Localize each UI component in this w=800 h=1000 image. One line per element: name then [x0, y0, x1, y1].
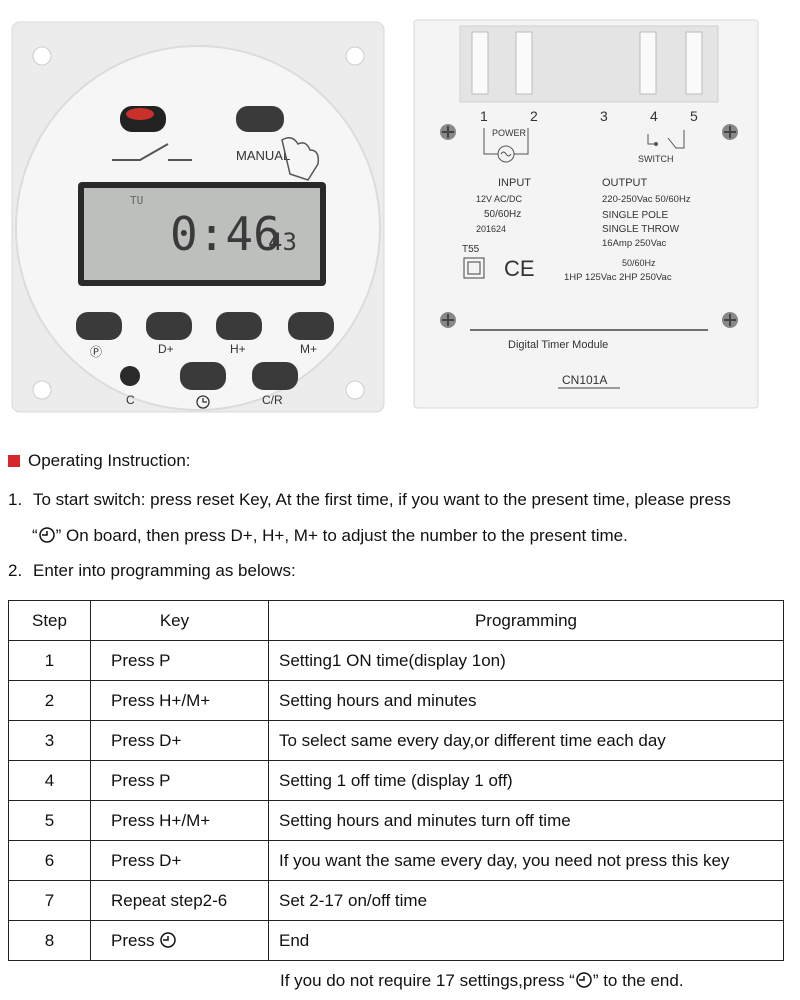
lcd-day: TU — [130, 194, 143, 207]
cr-button — [252, 362, 298, 390]
key-cell: Press P — [90, 640, 269, 681]
m-plus-button — [288, 312, 334, 340]
key-cell: Press D+ — [90, 840, 269, 881]
table-row: 4 Press P Setting 1 off time (display 1 … — [8, 760, 784, 801]
programming-table: Step Key Programming 1 Press P Setting1 … — [8, 600, 784, 961]
table-header-row: Step Key Programming — [8, 600, 784, 641]
step-1-quote-open: “ — [32, 526, 38, 545]
key-cell: Press D+ — [90, 720, 269, 761]
step-cell: 6 — [8, 840, 91, 881]
output-line-5: 50/60Hz — [622, 258, 656, 268]
d-plus-button — [146, 312, 192, 340]
step-2-number: 2. — [8, 561, 23, 580]
step-cell: 2 — [8, 680, 91, 721]
step-2-text: Enter into programming as belows: — [33, 561, 296, 580]
key-cell: Repeat step2-6 — [90, 880, 269, 921]
output-line-3: SINGLE THROW — [602, 224, 680, 235]
h-plus-button — [216, 312, 262, 340]
model-number: CN101A — [562, 373, 607, 387]
step-cell: 7 — [8, 880, 91, 921]
lcd-time: 0:46 — [170, 207, 281, 261]
terminal-4: 4 — [650, 108, 658, 124]
red-square-icon — [8, 455, 20, 467]
programming-cell: Set 2-17 on/off time — [268, 880, 784, 921]
output-line-4: 16Amp 250Vac — [602, 238, 667, 249]
footer-text-pre: If you do not require 17 settings,press … — [280, 971, 575, 990]
output-title: OUTPUT — [602, 177, 648, 189]
table-row: 7 Repeat step2-6 Set 2-17 on/off time — [8, 880, 784, 921]
terminal-5: 5 — [690, 108, 698, 124]
ce-mark: CE — [504, 256, 535, 281]
table-row: 8 Press End — [8, 920, 784, 961]
step-1-continued-text: ” On board, then press D+, H+, M+ to adj… — [55, 526, 628, 545]
table-row: 3 Press D+ To select same every day,or d… — [8, 720, 784, 761]
programming-cell: If you want the same every day, you need… — [268, 840, 784, 881]
table-row: 1 Press P Setting1 ON time(display 1on) — [8, 640, 784, 681]
programming-cell: End — [268, 920, 784, 961]
step-1-text: To start switch: press reset Key, At the… — [33, 490, 731, 509]
clock-icon — [576, 972, 592, 988]
instruction-heading: Operating Instruction: — [8, 451, 191, 471]
programming-cell: Setting1 ON time(display 1on) — [268, 640, 784, 681]
clock-button — [180, 362, 226, 390]
t-rating: T55 — [462, 244, 480, 255]
h-plus-label: H+ — [230, 342, 246, 356]
instruction-step-2: 2. Enter into programming as belows: — [8, 560, 296, 582]
p-button-label: Ⓟ — [90, 345, 102, 359]
key-cell-text: Press — [111, 930, 155, 950]
key-cell: Press P — [90, 760, 269, 801]
step-cell: 1 — [8, 640, 91, 681]
input-line-3: 201624 — [476, 224, 506, 234]
programming-cell: Setting hours and minutes — [268, 680, 784, 721]
output-line-6: 1HP 125Vac 2HP 250Vac — [564, 272, 672, 283]
m-plus-label: M+ — [300, 342, 317, 356]
step-cell: 8 — [8, 920, 91, 961]
c-button-label: C — [126, 393, 135, 407]
input-title: INPUT — [498, 177, 531, 189]
cr-button-label: C/R — [262, 393, 283, 407]
step-cell: 5 — [8, 800, 91, 841]
table-row: 6 Press D+ If you want the same every da… — [8, 840, 784, 881]
input-line-1: 12V AC/DC — [476, 194, 523, 204]
timer-front-photo: MANUAL TU 0:46 43 Ⓟ D+ H+ M+ C C/R — [0, 10, 395, 415]
instruction-step-1-continued: “ ” On board, then press D+, H+, M+ to ad… — [32, 525, 628, 547]
output-line-2: SINGLE POLE — [602, 210, 668, 221]
power-label: POWER — [492, 128, 527, 138]
p-button — [76, 312, 122, 340]
input-line-2: 50/60Hz — [484, 209, 521, 220]
programming-cell: Setting hours and minutes turn off time — [268, 800, 784, 841]
manual-label: MANUAL — [236, 148, 290, 163]
clock-icon — [160, 931, 176, 948]
clock-icon — [38, 527, 55, 543]
c-button — [120, 366, 140, 386]
switch-label: SWITCH — [638, 154, 674, 164]
instruction-step-1: 1. To start switch: press reset Key, At t… — [8, 489, 731, 511]
instruction-heading-text: Operating Instruction: — [28, 451, 191, 470]
table-row: 5 Press H+/M+ Setting hours and minutes … — [8, 800, 784, 841]
lcd-seconds: 43 — [268, 228, 297, 256]
header-programming: Programming — [268, 600, 784, 641]
table-row: 2 Press H+/M+ Setting hours and minutes — [8, 680, 784, 721]
header-step: Step — [8, 600, 91, 641]
key-cell-with-icon: Press — [90, 920, 269, 961]
key-cell: Press H+/M+ — [90, 800, 269, 841]
programming-cell: Setting 1 off time (display 1 off) — [268, 760, 784, 801]
footer-note: If you do not require 17 settings,press … — [280, 971, 684, 991]
output-line-1: 220-250Vac 50/60Hz — [602, 194, 691, 205]
terminal-2: 2 — [530, 108, 538, 124]
step-cell: 3 — [8, 720, 91, 761]
footer-text-post: ” to the end. — [592, 971, 684, 990]
terminal-3: 3 — [600, 108, 608, 124]
step-1-number: 1. — [8, 490, 23, 509]
header-key: Key — [90, 600, 269, 641]
timer-back-photo: 1 2 3 4 5 POWER SWITCH INPUT 12V AC/DC 5… — [412, 18, 760, 410]
terminal-1: 1 — [480, 108, 488, 124]
d-plus-label: D+ — [158, 342, 174, 356]
module-name: Digital Timer Module — [508, 339, 608, 351]
step-cell: 4 — [8, 760, 91, 801]
key-cell: Press H+/M+ — [90, 680, 269, 721]
programming-cell: To select same every day,or different ti… — [268, 720, 784, 761]
